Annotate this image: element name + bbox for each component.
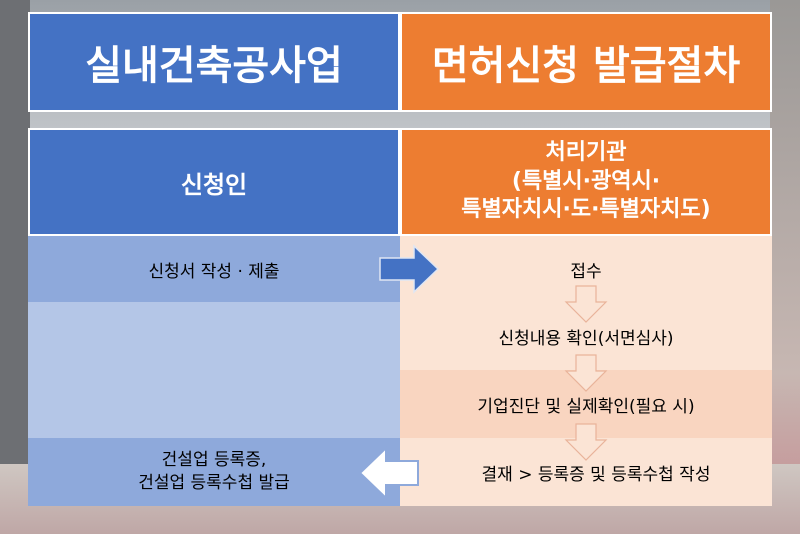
- agency-line-1: 처리기관: [545, 140, 627, 166]
- arrow-down-icon: [564, 423, 608, 461]
- arrow-down-icon: [564, 354, 608, 392]
- background-wall-right: [770, 0, 800, 534]
- column-header-agency: 처리기관 (특별시·광역시· 특별자치시·도·특별자치도): [400, 128, 772, 236]
- background-wall-left: [0, 0, 30, 534]
- title-right: 면허신청 발급절차: [400, 12, 772, 112]
- agency-line-3: 특별자치시·도·특별자치도): [461, 197, 711, 223]
- step-issue: 건설업 등록증, 건설업 등록수첩 발급: [28, 438, 400, 506]
- arrow-left-icon: [358, 445, 419, 501]
- applicant-empty-cell: [28, 302, 400, 370]
- step-submit: 신청서 작성 · 제출: [28, 236, 400, 302]
- issue-line-1: 건설업 등록증,: [161, 450, 267, 471]
- applicant-empty-cell-2: [28, 370, 400, 438]
- agency-line-2: (특별시·광역시·: [511, 168, 661, 194]
- issue-line-2: 건설업 등록수첩 발급: [138, 473, 290, 493]
- title-left: 실내건축공사업: [28, 12, 400, 112]
- column-header-applicant: 신청인: [28, 128, 400, 236]
- approve-label: 결재 > 등록증 및 등록수첩 작성: [481, 464, 711, 485]
- arrow-right-icon: [379, 244, 440, 294]
- arrow-down-icon: [564, 285, 608, 323]
